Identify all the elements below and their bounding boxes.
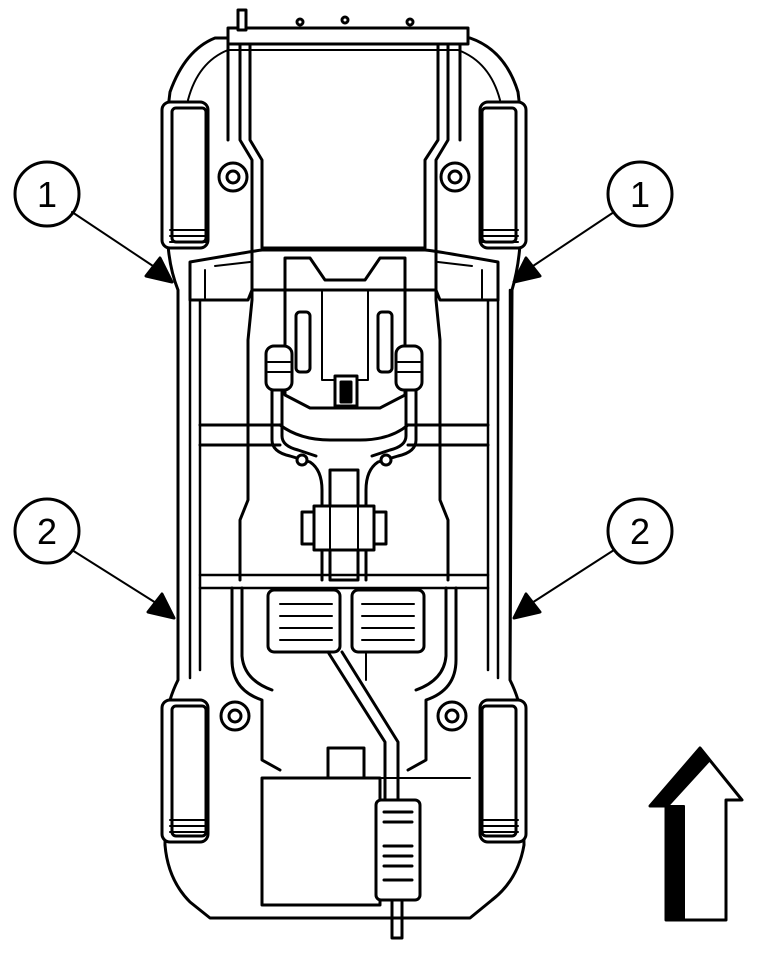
converter-left [264, 344, 294, 392]
converter-right [394, 344, 424, 392]
rocker-right [486, 288, 512, 682]
front-bolt-right [405, 17, 415, 27]
center-bearing-lines [329, 505, 359, 551]
callout-front-right-label: 1 [630, 174, 650, 215]
callout-rear-right: 2 [512, 497, 674, 620]
rear-floor-right [406, 586, 458, 772]
center-bearing-inner [312, 504, 376, 552]
trans-mount-right [376, 310, 394, 374]
transmission-inner [321, 289, 369, 381]
rocker-left [176, 288, 202, 682]
front-bolt-left [295, 17, 305, 27]
tailpipe [390, 898, 404, 940]
body-inner-outline [185, 49, 505, 241]
engine-block [248, 42, 440, 250]
fuel-pump-cover [326, 746, 366, 780]
hub-front-right [439, 161, 471, 193]
frame-rail-left [226, 42, 254, 582]
trans-plug-inner [339, 380, 353, 404]
resonator-left [266, 588, 342, 654]
callout-front-left-label: 1 [37, 174, 57, 215]
front-crossmember [226, 26, 470, 46]
callout-front-left: 1 [13, 160, 174, 284]
rear-floor-left [230, 586, 282, 772]
callout-rear-left: 2 [13, 497, 176, 620]
pipe-clamp-right [379, 453, 393, 467]
front-bolt-mid [340, 15, 350, 25]
callout-front-right: 1 [512, 160, 674, 284]
floor-band [198, 573, 490, 590]
fuel-tank [260, 776, 382, 907]
front-subframe-inner [204, 261, 483, 299]
frame-rail-right [434, 42, 462, 582]
hub-rear-right [436, 700, 468, 732]
rear-muffler [374, 798, 422, 902]
trans-mount-left [294, 310, 312, 374]
front-post [236, 8, 248, 32]
converter-right-ribs [397, 361, 421, 373]
wheel-rear-right [478, 698, 528, 844]
wheel-rear-left [160, 698, 210, 844]
transmission [283, 256, 407, 410]
resonator-right [350, 588, 426, 654]
pipe-clamp-left [295, 453, 309, 467]
callout-rear-right-label: 2 [630, 511, 650, 552]
callout-rear-left-label: 2 [37, 511, 57, 552]
wheel-front-left [160, 100, 210, 250]
mid-crossmember [198, 423, 490, 447]
exhaust-pipe-rear [326, 650, 400, 802]
body-outline [163, 36, 526, 920]
hub-rear-left [219, 700, 251, 732]
hub-front-left [217, 161, 249, 193]
front-subframe [188, 248, 500, 302]
wheel-front-right [478, 100, 528, 250]
converter-left-ribs [267, 361, 291, 373]
up-arrow-icon [648, 746, 744, 922]
